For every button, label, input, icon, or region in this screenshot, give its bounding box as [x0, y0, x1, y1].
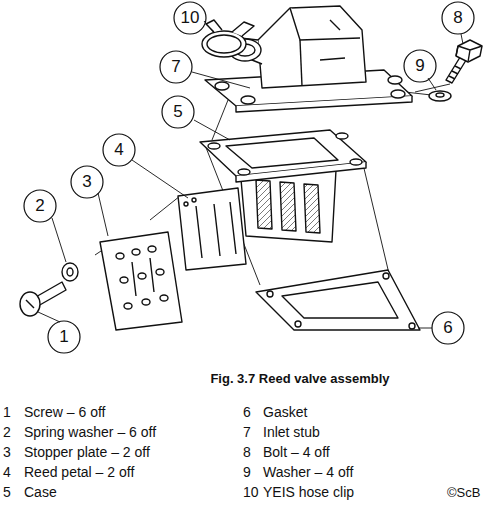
part-name: YEIS hose clip — [263, 484, 354, 500]
callout-circle — [24, 2, 474, 353]
callout-number: 3 — [71, 166, 103, 198]
figure-caption: Fig. 3.7 Reed valve assembly — [210, 372, 389, 387]
key-number: 5 — [3, 484, 11, 500]
copyright-mark: ©ScB — [447, 486, 480, 501]
part-name: Spring washer – 6 off — [24, 424, 156, 440]
hose-clip — [202, 20, 254, 57]
callout-number: 8 — [442, 2, 474, 34]
part-name: Bolt – 4 off — [263, 444, 330, 460]
callout-number: 4 — [103, 134, 135, 166]
part-name: Screw – 6 off — [24, 404, 105, 420]
reed-petal — [178, 188, 246, 270]
bolt — [446, 40, 482, 83]
callout-number: 1 — [48, 321, 80, 353]
key-number: 3 — [3, 444, 11, 460]
part-name: Inlet stub — [263, 424, 320, 440]
part-name: Gasket — [263, 404, 307, 420]
key-number: 9 — [243, 464, 251, 480]
part-name: Washer – 4 off — [263, 464, 353, 480]
gasket — [256, 270, 420, 330]
part-name: Stopper plate – 2 off — [24, 444, 150, 460]
washer — [429, 91, 451, 101]
key-number: 7 — [243, 424, 251, 440]
callout-number: 9 — [404, 50, 436, 82]
leader-line — [38, 21, 463, 328]
part-name: Reed petal – 2 off — [24, 464, 134, 480]
callout-number: 2 — [24, 190, 56, 222]
callout-number: 6 — [432, 312, 464, 344]
callout-number: 7 — [160, 51, 192, 83]
key-number: 6 — [243, 404, 251, 420]
screw — [20, 282, 66, 316]
key-number: 4 — [3, 464, 11, 480]
key-number: 1 — [3, 404, 11, 420]
inlet-stub — [205, 6, 412, 112]
stopper-plate — [100, 232, 182, 330]
key-number: 8 — [243, 444, 251, 460]
key-number: 2 — [3, 424, 11, 440]
spring-washer — [62, 263, 78, 281]
key-number: 10 — [243, 484, 259, 500]
part-name: Case — [24, 484, 57, 500]
callout-number: 10 — [174, 2, 206, 34]
callout-number: 5 — [162, 96, 194, 128]
